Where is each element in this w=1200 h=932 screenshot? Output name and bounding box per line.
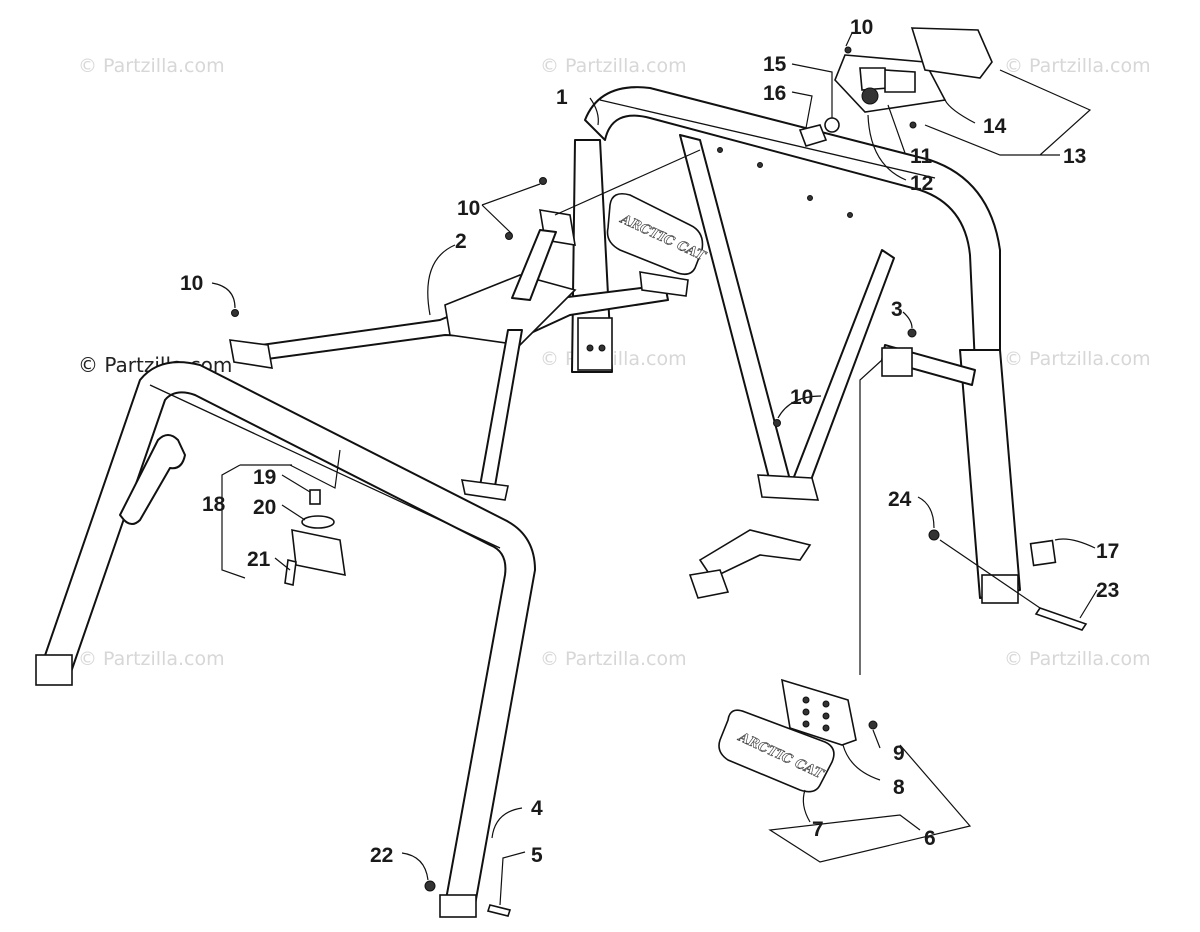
callout-1: 1 xyxy=(556,86,568,109)
watermark: © Partzilla.com xyxy=(1004,348,1151,370)
leader-lines xyxy=(211,32,1098,906)
callout-6: 6 xyxy=(924,827,936,850)
callout-10: 10 xyxy=(850,16,873,39)
callout-12: 12 xyxy=(910,172,933,195)
callout-10: 10 xyxy=(790,386,813,409)
hardware xyxy=(231,177,1088,917)
watermark: © Partzilla.com xyxy=(78,55,225,77)
callout-16: 16 xyxy=(763,82,786,105)
callout-15: 15 xyxy=(763,53,787,76)
callouts: 1 2 3 4 5 6 7 8 9 10 10 10 10 11 12 13 1… xyxy=(180,16,1119,867)
rear-rops-frame xyxy=(571,86,1021,604)
callout-19: 19 xyxy=(253,466,276,489)
watermark: © Partzilla.com xyxy=(540,55,687,77)
callout-23: 23 xyxy=(1096,579,1119,602)
callout-18: 18 xyxy=(202,493,226,516)
watermark: © Partzilla.com xyxy=(540,348,687,370)
callout-14: 14 xyxy=(983,115,1007,138)
callout-13: 13 xyxy=(1063,145,1086,168)
watermark: © Partzilla.com xyxy=(1004,55,1151,77)
callout-24: 24 xyxy=(888,488,912,511)
callout-4: 4 xyxy=(531,797,543,820)
callout-3: 3 xyxy=(891,298,903,321)
callout-10: 10 xyxy=(457,197,480,220)
callout-11: 11 xyxy=(910,145,933,168)
callout-17: 17 xyxy=(1096,540,1119,563)
callout-5: 5 xyxy=(531,844,543,867)
top-light-assembly xyxy=(798,27,993,147)
callout-9: 9 xyxy=(893,742,905,765)
callout-8: 8 xyxy=(893,776,905,799)
front-rops-frame xyxy=(35,361,536,918)
watermark: © Partzilla.com xyxy=(78,648,225,670)
mirror-assembly xyxy=(284,489,346,586)
callout-10: 10 xyxy=(180,272,203,295)
callout-22: 22 xyxy=(370,844,393,867)
callout-20: 20 xyxy=(253,496,276,519)
rear-plate-assembly: ARCTIC CAT xyxy=(718,678,878,793)
watermark: © Partzilla.com xyxy=(1004,648,1151,670)
callout-21: 21 xyxy=(247,548,271,571)
callout-2: 2 xyxy=(455,230,467,253)
upper-cross-brace xyxy=(229,209,689,501)
watermark: © Partzilla.com xyxy=(540,648,687,670)
upper-logo-pad: ARCTIC CAT xyxy=(606,192,709,276)
callout-7: 7 xyxy=(812,818,824,841)
